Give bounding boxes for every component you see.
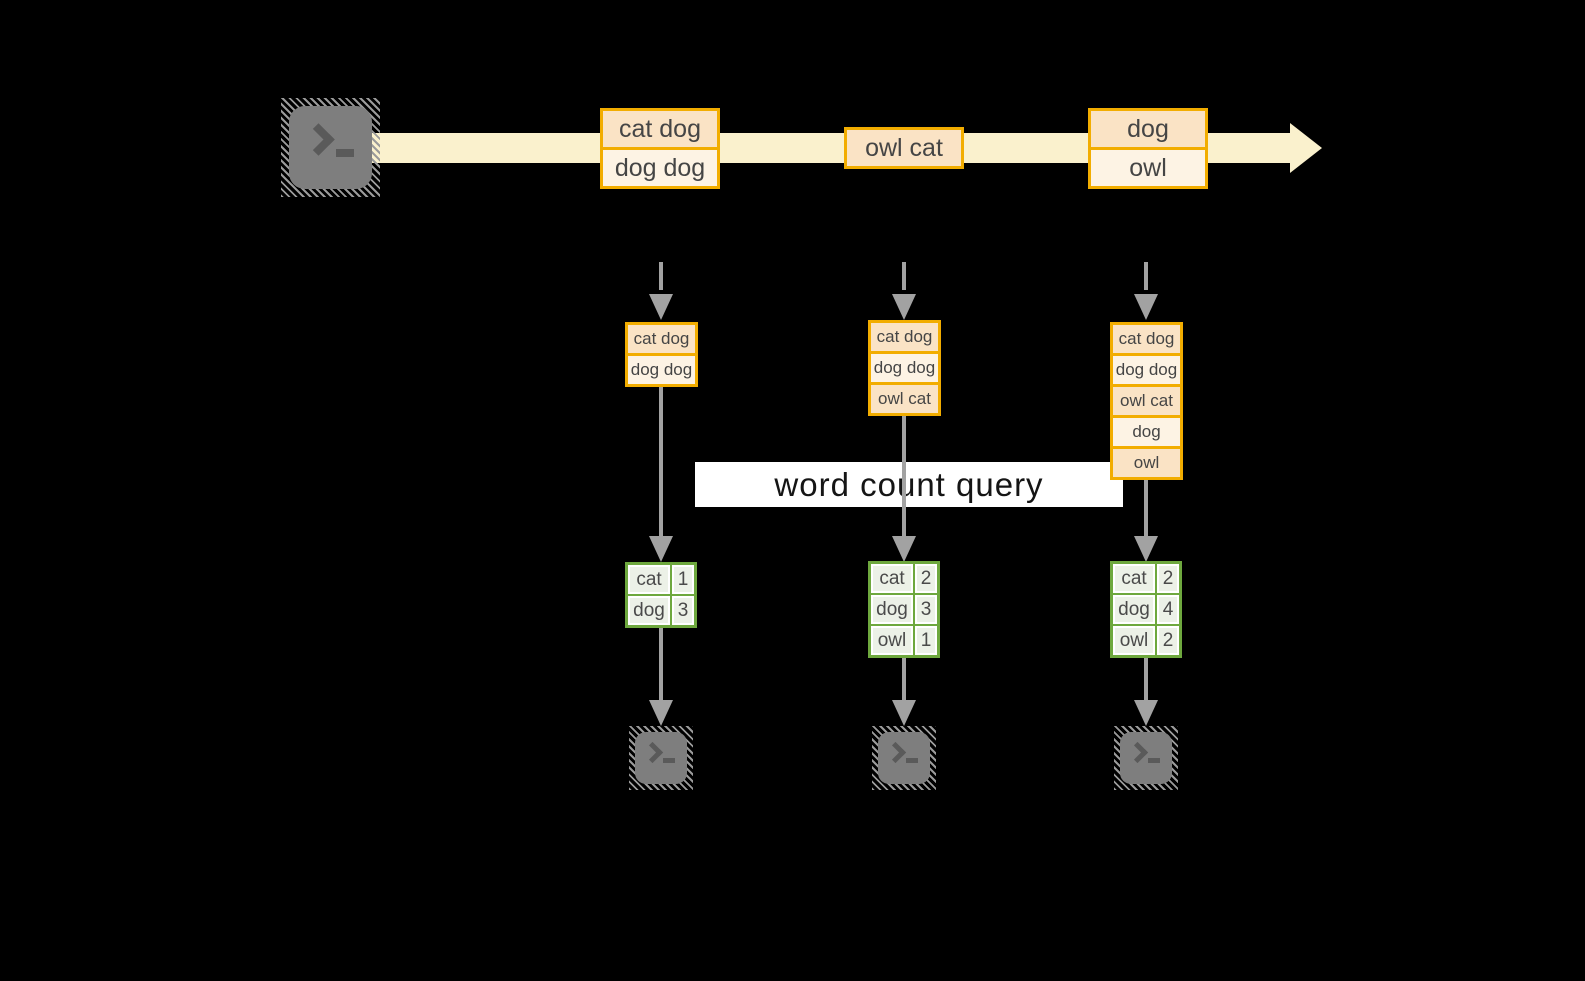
buffer-cell: cat dog xyxy=(871,323,938,351)
stream-timeline-arrowhead xyxy=(1290,123,1322,173)
count-value-cell: 2 xyxy=(915,564,937,593)
stream-to-buffer-dash xyxy=(902,262,906,290)
count-value-cell: 4 xyxy=(1157,595,1179,624)
count-word-cell: owl xyxy=(871,626,913,655)
buffer-cell: owl cat xyxy=(1113,387,1180,415)
count-word-cell: cat xyxy=(628,565,670,594)
stream-to-buffer-dash xyxy=(659,262,663,290)
count-word-cell: dog xyxy=(1113,595,1155,624)
sink-terminal-icon xyxy=(872,726,936,790)
sink-terminal-icon xyxy=(1114,726,1178,790)
stream-message-line: owl xyxy=(1091,150,1205,186)
buffer-cell: owl cat xyxy=(871,385,938,413)
buffer-cell: dog dog xyxy=(628,356,695,384)
table-to-sink-arrowhead xyxy=(1134,700,1158,726)
sink-terminal-icon xyxy=(629,726,693,790)
buffer-to-table-arrowhead xyxy=(892,536,916,562)
stream-message-line: owl cat xyxy=(847,130,961,166)
table-to-sink-line xyxy=(659,628,663,702)
buffer-cell: dog dog xyxy=(1113,356,1180,384)
table-to-sink-arrowhead xyxy=(892,700,916,726)
count-value-cell: 2 xyxy=(1157,564,1179,593)
terminal-prompt-icon xyxy=(635,732,687,784)
stream-message-line: cat dog xyxy=(603,111,717,147)
buffer-to-table-arrowhead xyxy=(649,536,673,562)
stream-to-buffer-dash xyxy=(1144,262,1148,290)
buffer-cell: dog dog xyxy=(871,354,938,382)
buffer-stack: cat dog dog dog owl cat dog owl xyxy=(1110,322,1183,480)
buffer-to-table-line xyxy=(659,387,663,538)
buffer-cell: owl xyxy=(1113,449,1180,477)
terminal-prompt-icon xyxy=(289,106,372,189)
table-to-sink-arrowhead xyxy=(649,700,673,726)
count-value-cell: 1 xyxy=(915,626,937,655)
table-to-sink-line xyxy=(1144,658,1148,702)
stream-message-line: dog dog xyxy=(603,150,717,186)
buffer-to-table-line xyxy=(902,416,906,538)
buffer-cell: cat dog xyxy=(1113,325,1180,353)
table-to-sink-line xyxy=(902,658,906,702)
buffer-to-table-arrowhead xyxy=(1134,536,1158,562)
buffer-cell: cat dog xyxy=(628,325,695,353)
count-value-cell: 3 xyxy=(672,596,694,625)
buffer-stack: cat dog dog dog owl cat xyxy=(868,320,941,416)
count-word-cell: cat xyxy=(1113,564,1155,593)
stream-message-line: dog xyxy=(1091,111,1205,147)
stream-message-box: owl cat xyxy=(844,127,964,169)
count-value-cell: 1 xyxy=(672,565,694,594)
count-word-cell: cat xyxy=(871,564,913,593)
count-word-cell: dog xyxy=(628,596,670,625)
count-word-cell: owl xyxy=(1113,626,1155,655)
count-value-cell: 2 xyxy=(1157,626,1179,655)
terminal-prompt-icon xyxy=(878,732,930,784)
source-terminal-icon xyxy=(281,98,380,197)
buffer-cell: dog xyxy=(1113,418,1180,446)
stream-to-buffer-arrowhead xyxy=(892,294,916,320)
stream-to-buffer-arrowhead xyxy=(1134,294,1158,320)
count-word-cell: dog xyxy=(871,595,913,624)
buffer-to-table-line xyxy=(1144,480,1148,538)
terminal-prompt-icon xyxy=(1120,732,1172,784)
count-value-cell: 3 xyxy=(915,595,937,624)
buffer-stack: cat dog dog dog xyxy=(625,322,698,387)
stream-to-buffer-arrowhead xyxy=(649,294,673,320)
query-label: word count query xyxy=(695,462,1123,507)
